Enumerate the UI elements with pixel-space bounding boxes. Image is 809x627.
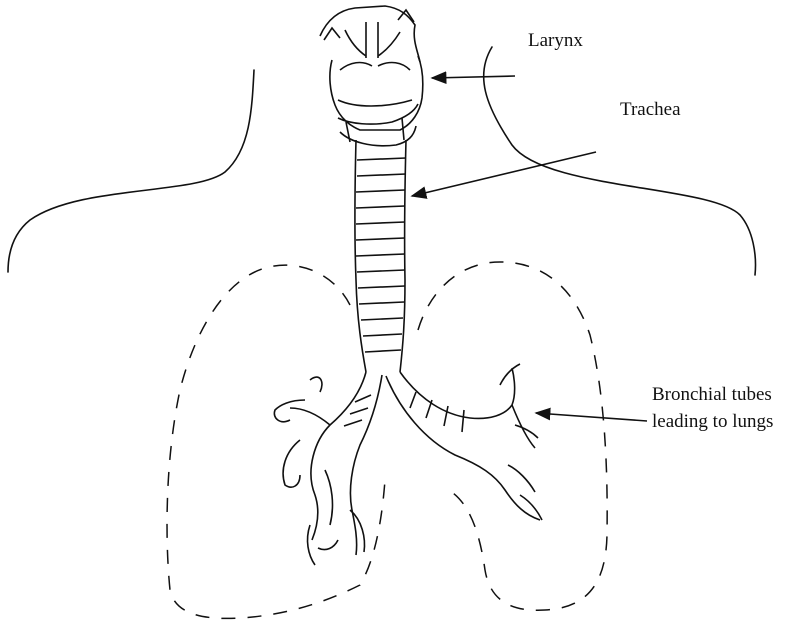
- right-bronchus-drawing: [386, 364, 542, 520]
- body-outline-right: [484, 47, 756, 275]
- bronchial-tubes-label-line1: Bronchial tubes: [652, 382, 772, 407]
- trachea-label: Trachea: [620, 97, 681, 122]
- right-lung-outline: [418, 262, 607, 610]
- bronchial-pointer-arrow: [536, 413, 647, 421]
- trachea-drawing: [355, 140, 406, 372]
- larynx-drawing: [320, 6, 423, 146]
- larynx-label: Larynx: [528, 28, 583, 53]
- left-bronchus-drawing: [274, 372, 382, 565]
- larynx-pointer-arrow: [432, 76, 515, 78]
- body-outline-left: [8, 70, 254, 272]
- bronchial-tubes-label-line2: leading to lungs: [652, 409, 773, 434]
- left-lung-outline: [167, 265, 385, 618]
